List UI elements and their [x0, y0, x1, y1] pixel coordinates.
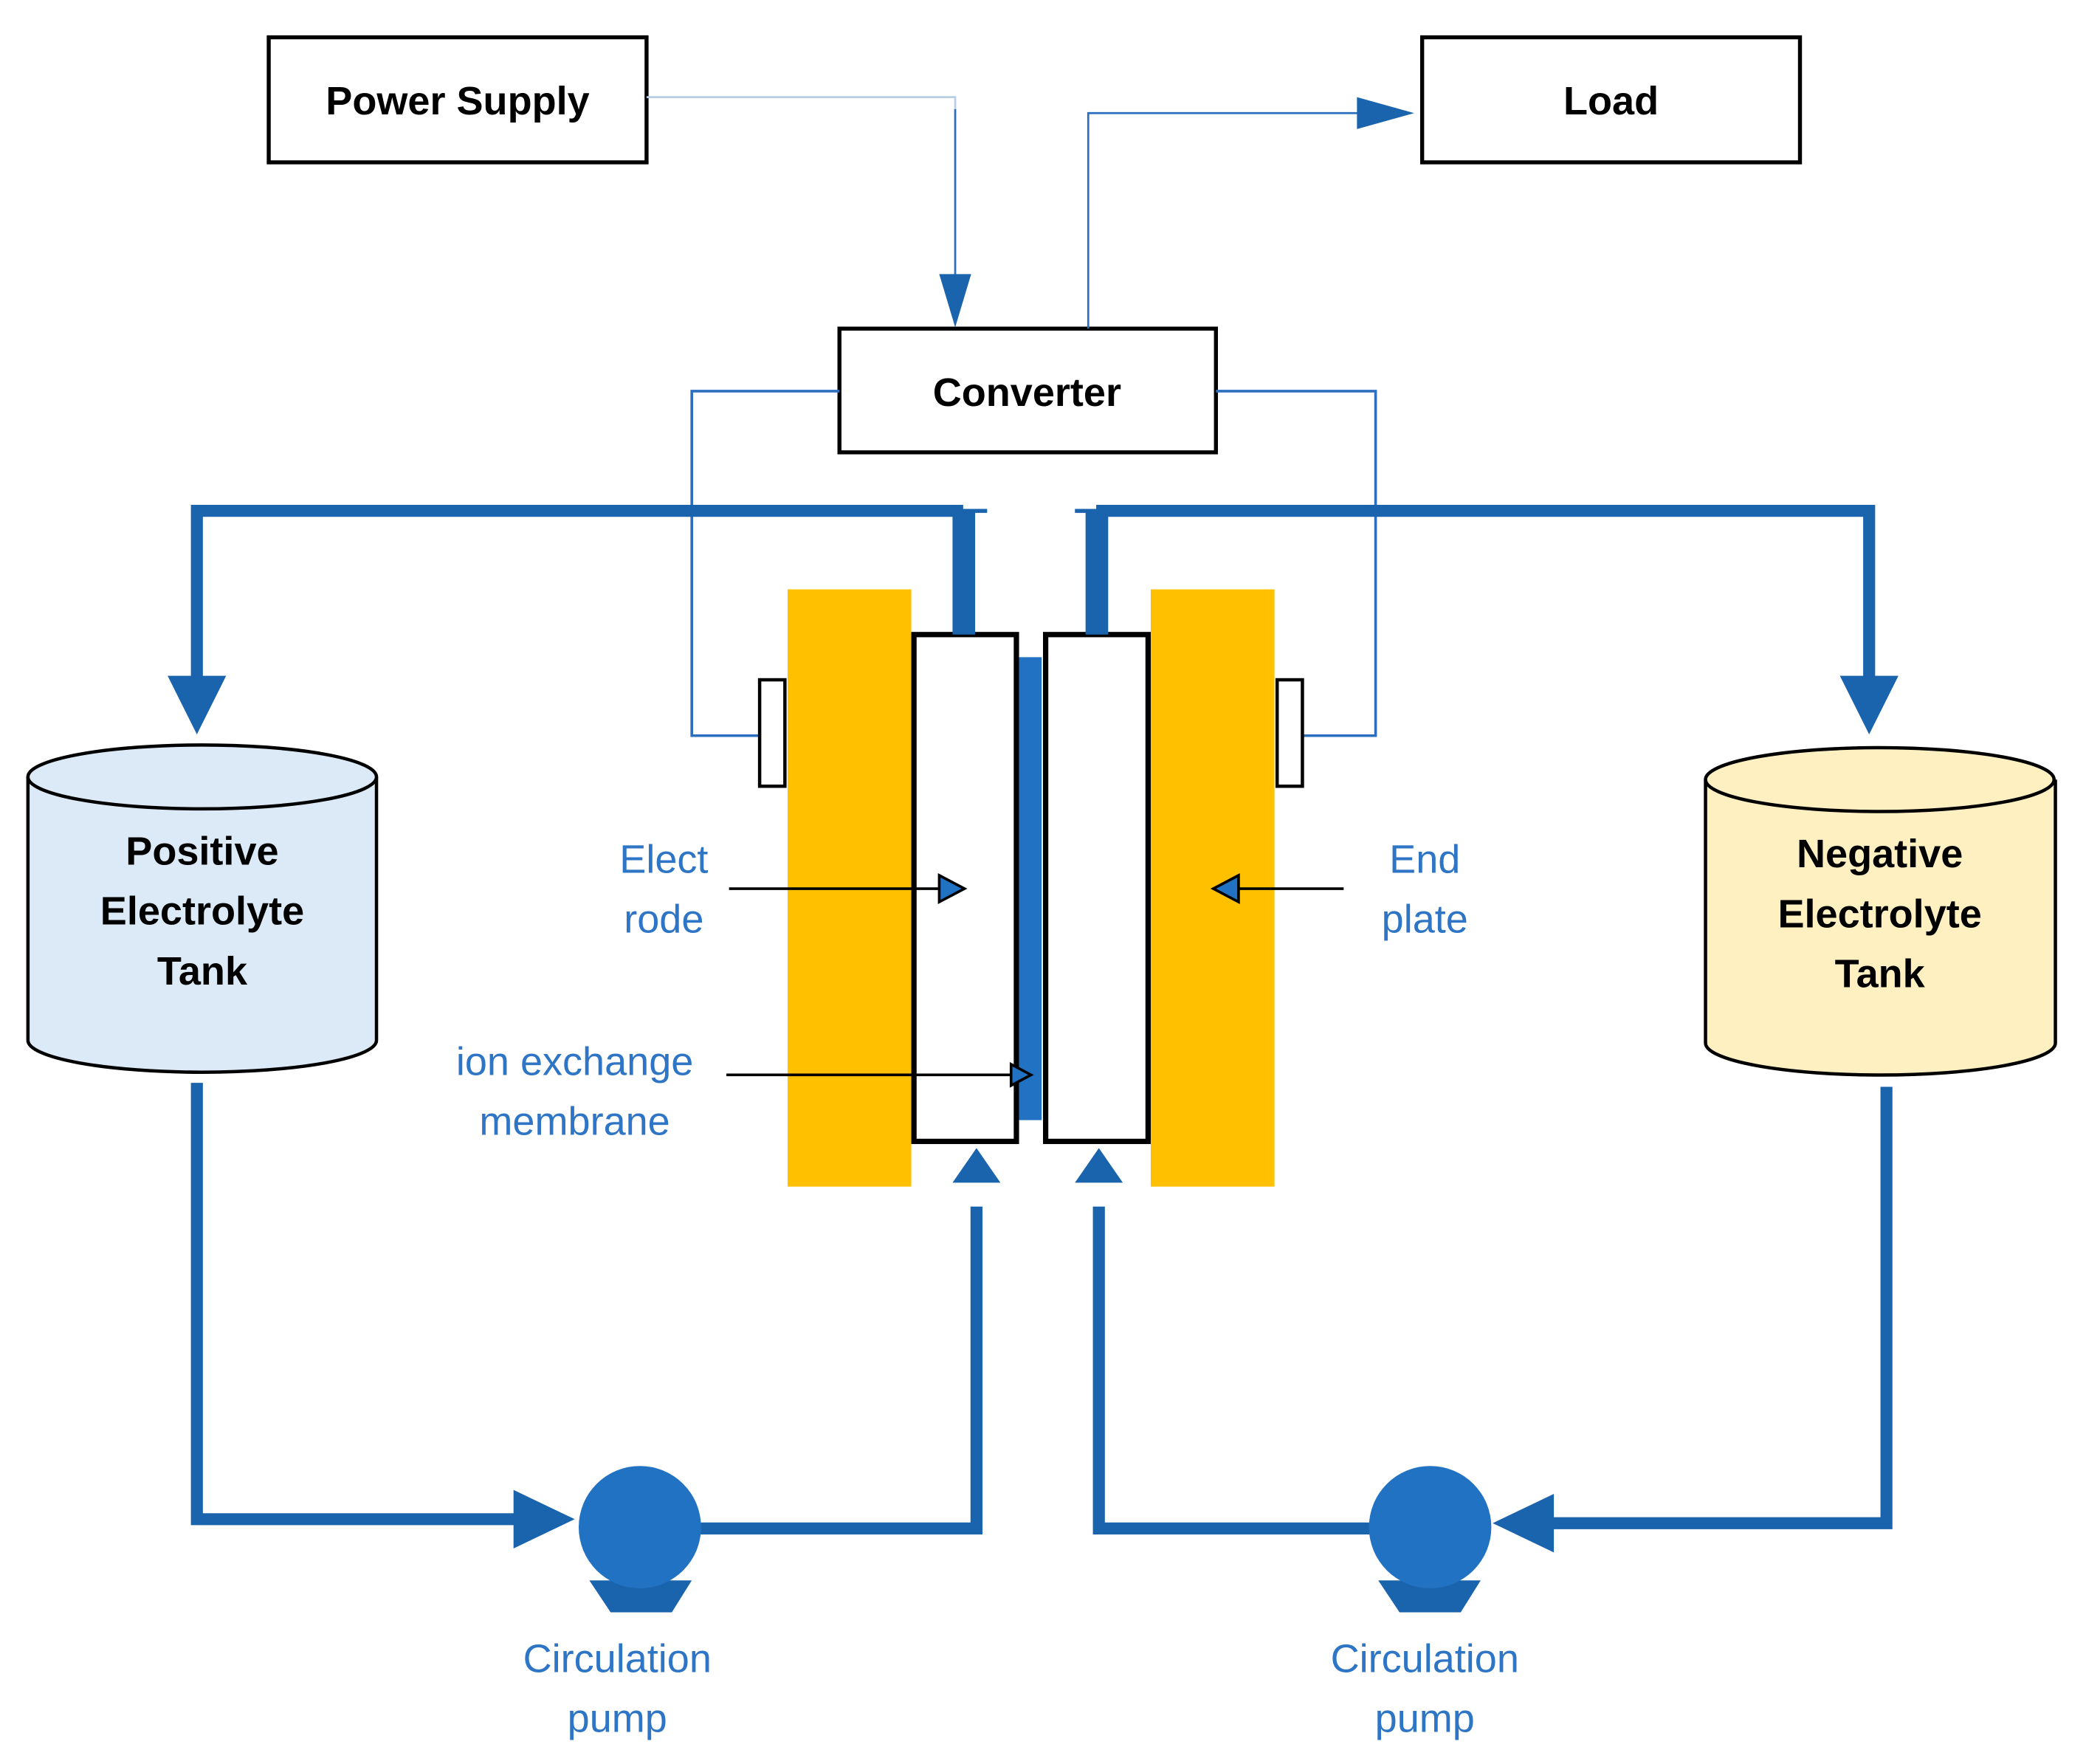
left-terminal — [757, 678, 787, 788]
right-return-pipe — [1075, 505, 1899, 734]
arrow-down-icon — [939, 274, 971, 328]
arrow-left-icon — [1493, 1494, 1555, 1553]
positive-tank-label-line2: Electrolyte — [100, 889, 304, 934]
arrow-down-icon — [168, 675, 227, 734]
arrow-right-icon — [1357, 97, 1414, 129]
triangle-pointer-icon — [1009, 1061, 1034, 1088]
end-plate-callout — [1210, 873, 1344, 905]
ion-exchange-membrane — [1019, 657, 1042, 1120]
power-supply-box: Power Supply — [266, 35, 649, 165]
electrode-callout — [729, 873, 968, 905]
left-pump-label-line2: pump — [568, 1697, 667, 1741]
left-terminal-wire — [690, 390, 840, 737]
arrow-up-icon — [1075, 1148, 1123, 1183]
electrode-label-line2: rode — [624, 897, 703, 941]
triangle-pointer-icon — [937, 873, 968, 905]
positive-tank-label-line3: Tank — [157, 949, 248, 993]
left-supply-pipe — [190, 1083, 1001, 1548]
arrow-right-icon — [513, 1489, 575, 1548]
triangle-pointer-icon — [1210, 873, 1240, 905]
converter-to-load-wire — [1087, 97, 1414, 329]
negative-tank-label-line3: Tank — [1835, 951, 1926, 996]
positive-tank-label-line1: Positive — [125, 830, 278, 874]
right-pump-label-line1: Circulation — [1331, 1637, 1519, 1681]
negative-electrolyte-tank: Negative Electrolyte Tank — [1704, 745, 2057, 1077]
negative-tank-label-line2: Electrolyte — [1777, 892, 1981, 936]
right-circulation-pump — [1369, 1466, 1492, 1613]
converter-label: Converter — [933, 371, 1121, 415]
positive-electrolyte-tank: Positive Electrolyte Tank — [26, 743, 379, 1074]
right-terminal — [1275, 678, 1304, 788]
arrow-up-icon — [952, 1148, 1001, 1183]
end-plate-label-line2: plate — [1382, 897, 1468, 941]
membrane-callout — [726, 1061, 1034, 1088]
load-box: Load — [1419, 35, 1803, 165]
converter-box: Converter — [837, 326, 1219, 455]
right-supply-pipe — [1075, 1086, 1893, 1553]
electrode-label-line1: Elect — [619, 837, 708, 881]
right-terminal-wire — [1216, 390, 1377, 737]
load-label: Load — [1563, 79, 1659, 123]
left-return-pipe — [168, 505, 988, 734]
right-electrode — [1043, 632, 1151, 1145]
left-pump-label-line1: Circulation — [523, 1637, 712, 1681]
negative-tank-label-line1: Negative — [1797, 832, 1963, 876]
membrane-label-line2: membrane — [479, 1099, 669, 1143]
power-to-converter-wire — [646, 96, 971, 328]
right-pump-label-line2: pump — [1375, 1697, 1475, 1741]
power-supply-label: Power Supply — [326, 79, 589, 123]
left-circulation-pump — [578, 1466, 701, 1613]
arrow-down-icon — [1839, 675, 1899, 734]
end-plate-label-line1: End — [1389, 837, 1460, 881]
membrane-label-line1: ion exchange — [456, 1039, 694, 1083]
